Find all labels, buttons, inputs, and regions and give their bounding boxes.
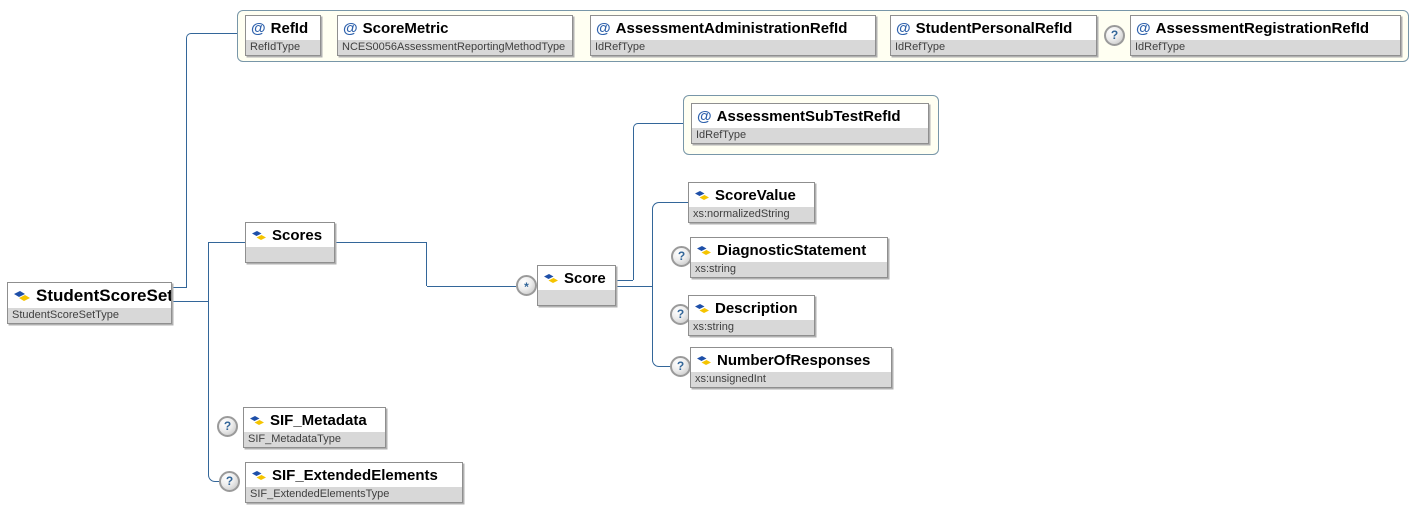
connector-line bbox=[668, 202, 688, 203]
element-type: xs:string bbox=[689, 320, 814, 335]
attribute-icon: @ bbox=[343, 19, 358, 37]
element-type: SIF_ExtendedElementsType bbox=[246, 487, 462, 502]
optional-indicator: ? bbox=[217, 416, 238, 437]
element-icon bbox=[251, 470, 267, 481]
element-box-scores[interactable]: Scores bbox=[245, 222, 335, 263]
connector-line bbox=[427, 286, 516, 287]
element-icon bbox=[249, 415, 265, 426]
connector-line bbox=[186, 33, 237, 287]
element-type: StudentScoreSetType bbox=[8, 308, 171, 323]
attribute-box-assessmentregistrationrefid[interactable]: @ AssessmentRegistrationRefId IdRefType bbox=[1130, 15, 1401, 56]
repeat-indicator: * bbox=[516, 275, 537, 296]
element-icon bbox=[251, 230, 267, 241]
connector-line bbox=[208, 242, 222, 482]
element-name: Description bbox=[715, 299, 798, 317]
optional-indicator: ? bbox=[670, 356, 691, 377]
element-box-sif-extendedelements[interactable]: SIF_ExtendedElements SIF_ExtendedElement… bbox=[245, 462, 463, 503]
attribute-name: AssessmentRegistrationRefId bbox=[1155, 19, 1370, 37]
element-box-description[interactable]: Description xs:string bbox=[688, 295, 815, 336]
element-name: Score bbox=[564, 269, 606, 287]
attribute-box-scoremetric[interactable]: @ ScoreMetric NCES0056AssessmentReportin… bbox=[337, 15, 573, 56]
connector-line bbox=[617, 280, 633, 281]
attribute-box-refid[interactable]: @ RefId RefIdType bbox=[245, 15, 321, 56]
element-type: xs:normalizedString bbox=[689, 207, 814, 222]
element-box-score[interactable]: Score bbox=[537, 265, 616, 306]
connector-line bbox=[172, 287, 187, 288]
optional-indicator: ? bbox=[671, 246, 692, 267]
attribute-box-assessmentadministrationrefid[interactable]: @ AssessmentAdministrationRefId IdRefTyp… bbox=[590, 15, 876, 56]
attribute-type: IdRefType bbox=[591, 40, 875, 55]
attribute-type: NCES0056AssessmentReportingMethodType bbox=[338, 40, 572, 55]
attribute-type: IdRefType bbox=[692, 128, 928, 143]
element-icon bbox=[696, 355, 712, 366]
element-box-scorevalue[interactable]: ScoreValue xs:normalizedString bbox=[688, 182, 815, 223]
connector-line bbox=[617, 286, 653, 287]
element-box-studentscoreset[interactable]: StudentScoreSet StudentScoreSetType bbox=[7, 282, 172, 324]
element-box-sif-metadata[interactable]: SIF_Metadata SIF_MetadataType bbox=[243, 407, 386, 448]
connector-line bbox=[172, 301, 209, 302]
attribute-icon: @ bbox=[697, 107, 712, 125]
connector-line bbox=[208, 242, 245, 243]
attribute-icon: @ bbox=[251, 19, 266, 37]
attribute-type: IdRefType bbox=[891, 40, 1096, 55]
optional-indicator: ? bbox=[219, 471, 240, 492]
attribute-name: AssessmentSubTestRefId bbox=[716, 107, 901, 125]
element-box-diagnosticstatement[interactable]: DiagnosticStatement xs:string bbox=[690, 237, 888, 278]
element-type: xs:string bbox=[691, 262, 887, 277]
attribute-name: RefId bbox=[270, 19, 309, 37]
attribute-name: ScoreMetric bbox=[362, 19, 449, 37]
element-name: Scores bbox=[272, 226, 323, 244]
attribute-icon: @ bbox=[596, 19, 611, 37]
optional-indicator: ? bbox=[1104, 25, 1125, 46]
element-type: xs:unsignedInt bbox=[691, 372, 891, 387]
attribute-icon: @ bbox=[896, 19, 911, 37]
element-name: ScoreValue bbox=[715, 186, 796, 204]
connector-line bbox=[633, 123, 683, 280]
element-name: SIF_ExtendedElements bbox=[272, 466, 438, 484]
element-icon bbox=[694, 303, 710, 314]
element-box-numberofresponses[interactable]: NumberOfResponses xs:unsignedInt bbox=[690, 347, 892, 388]
attribute-box-studentpersonalrefid[interactable]: @ StudentPersonalRefId IdRefType bbox=[890, 15, 1097, 56]
connector-line bbox=[335, 242, 427, 286]
attribute-name: StudentPersonalRefId bbox=[915, 19, 1073, 37]
connector-line bbox=[652, 202, 671, 367]
element-name: StudentScoreSet bbox=[36, 285, 171, 305]
element-icon bbox=[694, 190, 710, 201]
element-icon bbox=[13, 290, 31, 302]
attribute-type: RefIdType bbox=[246, 40, 320, 55]
attribute-name: AssessmentAdministrationRefId bbox=[615, 19, 848, 37]
element-icon bbox=[696, 245, 712, 256]
attribute-icon: @ bbox=[1136, 19, 1151, 37]
element-name: SIF_Metadata bbox=[270, 411, 367, 429]
element-name: NumberOfResponses bbox=[717, 351, 871, 369]
element-name: DiagnosticStatement bbox=[717, 241, 867, 259]
element-type: SIF_MetadataType bbox=[244, 432, 385, 447]
attribute-type: IdRefType bbox=[1131, 40, 1400, 55]
element-icon bbox=[543, 273, 559, 284]
attribute-box-assessmentsubtestrefid[interactable]: @ AssessmentSubTestRefId IdRefType bbox=[691, 103, 929, 144]
